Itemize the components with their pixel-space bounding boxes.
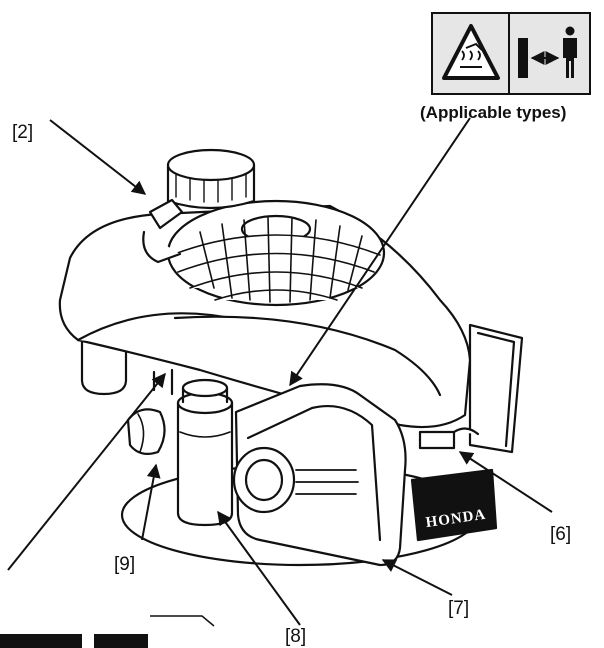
fuel-valve-knob [128,409,165,454]
callout-8: [8] [285,626,306,647]
engine-body [60,150,522,565]
callout-9: [9] [114,554,135,575]
callout-7: [7] [448,598,469,619]
applicable-types-caption: (Applicable types) [420,103,566,122]
footer-fragment [0,616,214,648]
callout-2: [2] [12,122,33,143]
throttle-lever [420,432,454,448]
fuel-cup [178,403,232,525]
safety-label [432,13,590,94]
callout-6: [6] [550,524,571,545]
